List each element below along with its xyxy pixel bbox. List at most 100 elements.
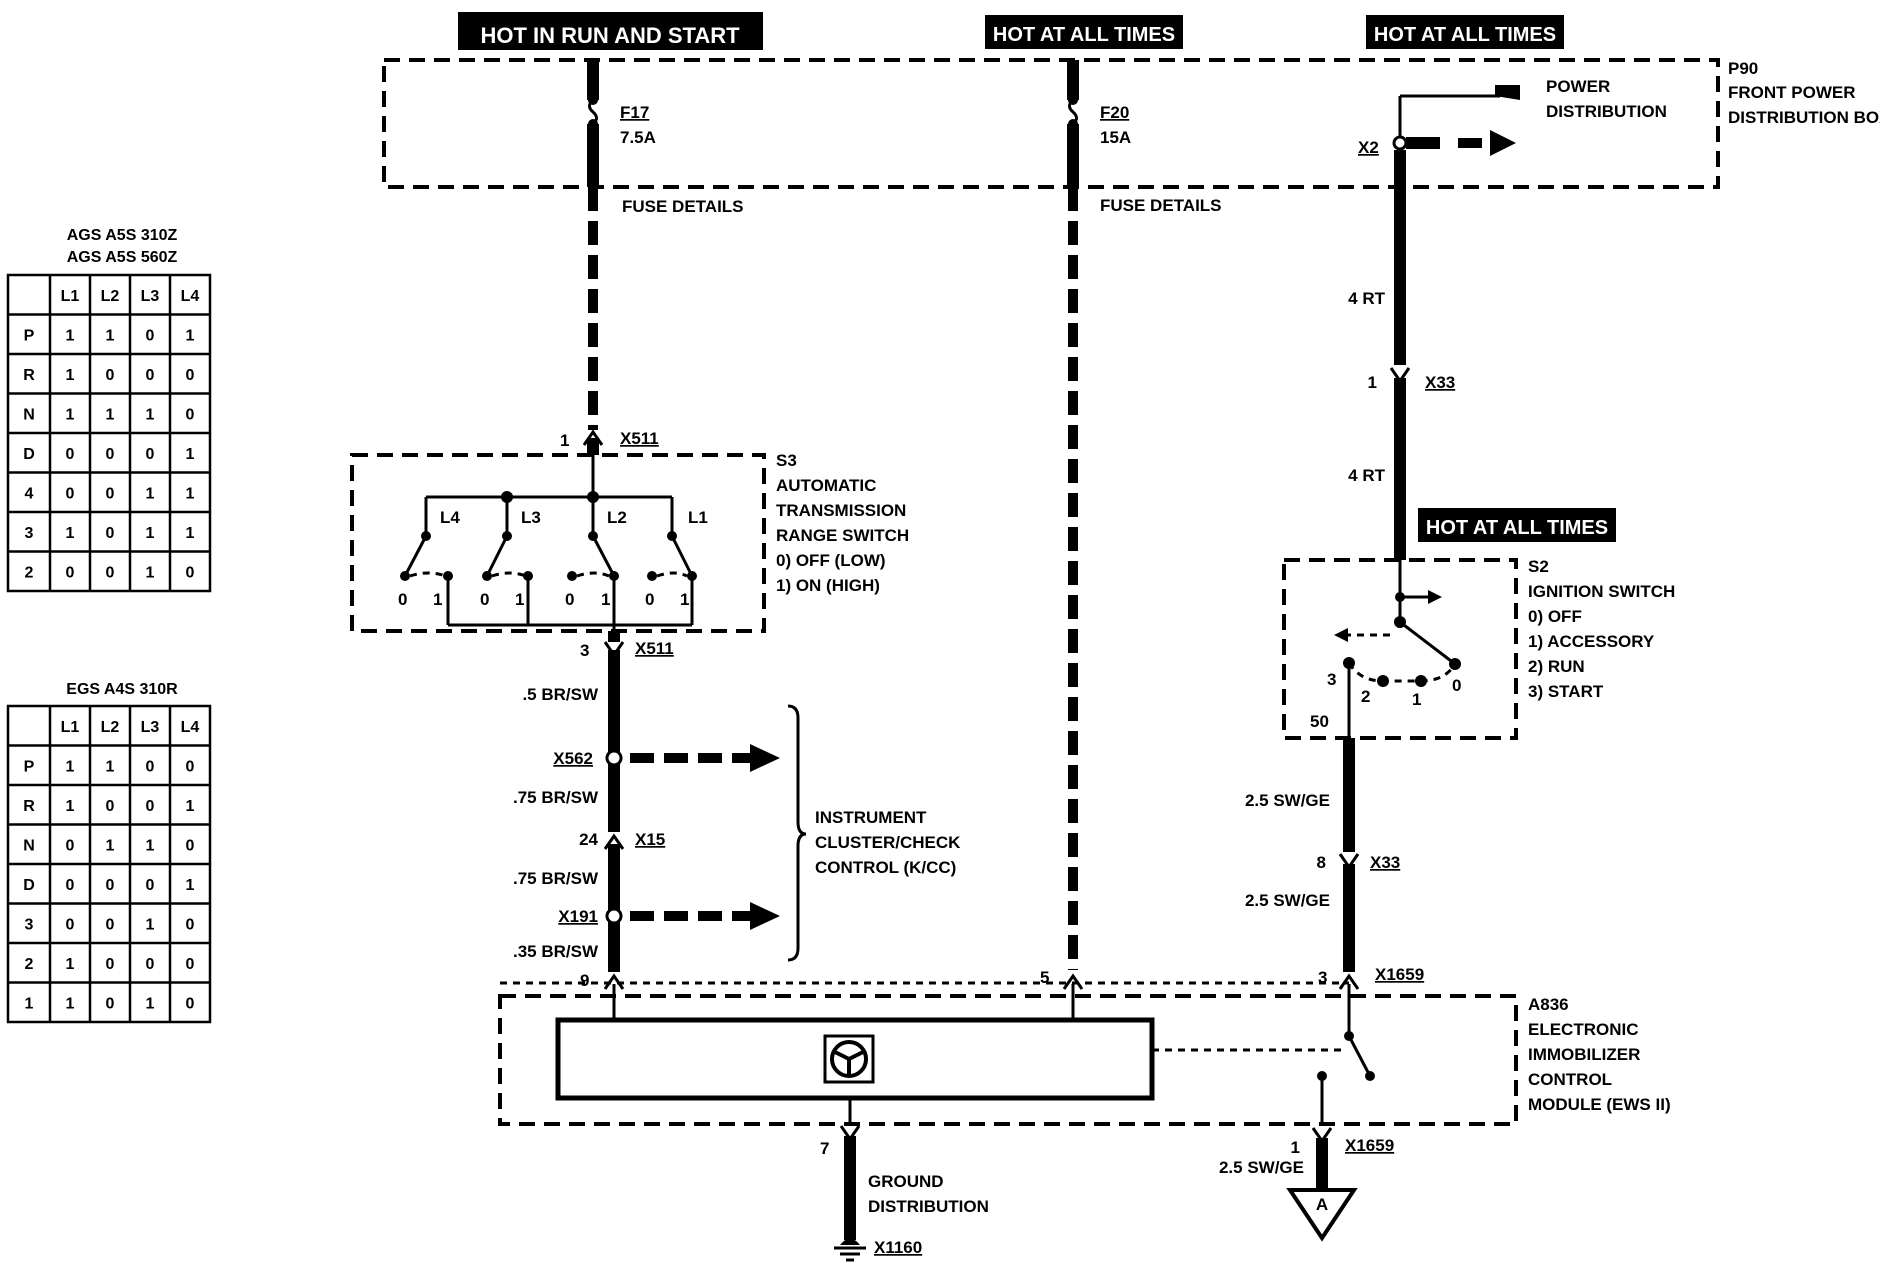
table-cell: 0 <box>66 916 75 933</box>
table-cell: 1 <box>146 837 155 854</box>
table-cell: 0 <box>66 877 75 894</box>
table-gear-label: 4 <box>25 485 34 502</box>
wire-25-sw-ge-2: 2.5 SW/GE <box>1245 891 1330 910</box>
range-contact-l4-label: L4 <box>440 508 460 527</box>
s2-state0: 0) OFF <box>1528 607 1582 626</box>
ground-distribution: 7 GROUND DISTRIBUTION X1160 <box>820 1098 989 1262</box>
s3-name-line3: RANGE SWITCH <box>776 526 909 545</box>
table-cell: 0 <box>186 956 195 973</box>
connector-a-label: A <box>1316 1195 1328 1214</box>
table-cell: 0 <box>146 798 155 815</box>
s2-name: IGNITION SWITCH <box>1528 582 1675 601</box>
a836-name-line4: MODULE (EWS II) <box>1528 1095 1671 1114</box>
table-gear-label: D <box>23 446 35 463</box>
header-hot-at-all-times-3-label: HOT AT ALL TIMES <box>1426 517 1608 539</box>
table-gear-label: 3 <box>25 525 34 542</box>
table-cell: 1 <box>66 327 75 344</box>
f17-rating: 7.5A <box>620 128 656 147</box>
header-hot-at-all-times-2-label: HOT AT ALL TIMES <box>1374 24 1556 46</box>
table-cell: 1 <box>186 485 195 502</box>
table-cell: 1 <box>106 837 115 854</box>
table-cell: 1 <box>66 367 75 384</box>
wire-4-rt-1: 4 RT <box>1348 289 1385 308</box>
range-contact-l1: L1 0 1 <box>645 497 708 609</box>
table-column-header: L3 <box>141 288 160 305</box>
f20-rating: 15A <box>1100 128 1131 147</box>
cluster-line3: CONTROL (K/CC) <box>815 858 956 877</box>
table-cell: 1 <box>66 406 75 423</box>
range-contact-l3: L3 0 1 <box>480 497 541 625</box>
x33b-pin: 8 <box>1317 853 1326 872</box>
wire-075-br-sw-2: .75 BR/SW <box>513 869 599 888</box>
power-dist-line2: DISTRIBUTION <box>1546 102 1667 121</box>
x511-top-label: X511 <box>620 429 659 448</box>
table-cell: 1 <box>66 758 75 775</box>
immobilizer-control-module: A836 ELECTRONIC IMMOBILIZER CONTROL MODU… <box>498 981 1671 1126</box>
f17-label: F17 <box>620 103 649 122</box>
table-cell: 1 <box>106 327 115 344</box>
table-cell: 1 <box>66 995 75 1012</box>
table-cell: 0 <box>186 995 195 1012</box>
table-column-header: L2 <box>101 719 120 736</box>
x1659b-pin: 1 <box>1291 1138 1300 1157</box>
egs-table-title: EGS A4S 310R <box>66 681 178 698</box>
left-signal-wire: 3 X511 .5 BR/SW X562 .75 BR/SW 24 X15 .7… <box>513 631 780 1020</box>
table-cell: 0 <box>66 446 75 463</box>
table-cell: 1 <box>66 525 75 542</box>
table-cell: 1 <box>146 916 155 933</box>
range-l4-pos0: 0 <box>398 590 407 609</box>
table-cell: 1 <box>146 995 155 1012</box>
table-cell: 0 <box>186 564 195 581</box>
x511-top-pin: 1 <box>560 431 569 450</box>
s3-state0: 0) OFF (LOW) <box>776 551 886 570</box>
table-cell: 1 <box>186 877 195 894</box>
s3-ref: S3 <box>776 451 797 470</box>
x511-bottom-label: X511 <box>635 639 674 658</box>
table-gear-label: 2 <box>25 564 34 581</box>
table-column-header: L1 <box>61 719 80 736</box>
table-cell: 0 <box>106 995 115 1012</box>
pin-7: 7 <box>820 1139 829 1158</box>
table-cell: 1 <box>106 758 115 775</box>
table-cell: 0 <box>186 837 195 854</box>
ground-line2: DISTRIBUTION <box>868 1197 989 1216</box>
ground-line1: GROUND <box>868 1172 944 1191</box>
a836-name-line1: ELECTRONIC <box>1528 1020 1639 1039</box>
a836-name-line3: CONTROL <box>1528 1070 1612 1089</box>
pin-5: 5 <box>1040 968 1049 987</box>
table-cell: 0 <box>106 367 115 384</box>
ign-pos2: 2 <box>1361 687 1370 706</box>
front-power-distribution-box: P90 FRONT POWER DISTRIBUTION BOX F17 7.5… <box>382 58 1880 216</box>
p90-ref: P90 <box>1728 59 1758 78</box>
table-cell: 0 <box>106 446 115 463</box>
table-column-header: L4 <box>181 719 200 736</box>
table-gear-label: 1 <box>25 995 34 1012</box>
transmission-range-switch: S3 AUTOMATIC TRANSMISSION RANGE SWITCH 0… <box>350 451 909 633</box>
table-gear-label: 3 <box>25 916 34 933</box>
table-cell: 0 <box>186 916 195 933</box>
power-dist-line1: POWER <box>1546 77 1610 96</box>
header-hot-at-all-times-1: HOT AT ALL TIMES <box>985 15 1183 49</box>
right-feed-wire: 4 RT 1 X33 4 RT <box>1348 150 1455 560</box>
fuse-f20: F20 15A <box>1067 60 1131 187</box>
table-cell: 0 <box>186 406 195 423</box>
table-gear-label: R <box>23 367 35 384</box>
table-column-header: L2 <box>101 288 120 305</box>
connector-a-wire: A 1 X1659 2.5 SW/GE <box>1219 1124 1394 1242</box>
x1659-label: X1659 <box>1375 965 1424 984</box>
ign-pos0: 0 <box>1452 676 1461 695</box>
wire-075-br-sw-1: .75 BR/SW <box>513 788 599 807</box>
ign-pos3: 3 <box>1327 670 1336 689</box>
s3-name-line2: TRANSMISSION <box>776 501 906 520</box>
wire-25-sw-ge-1: 2.5 SW/GE <box>1245 791 1330 810</box>
table-cell: 1 <box>186 446 195 463</box>
f20-label: F20 <box>1100 103 1129 122</box>
fuse-f17: F17 7.5A <box>587 60 656 187</box>
ign-pos1: 1 <box>1412 690 1421 709</box>
fuse-details-left: FUSE DETAILS <box>622 197 744 216</box>
range-l1-pos1: 1 <box>680 590 689 609</box>
table-cell: 0 <box>106 916 115 933</box>
